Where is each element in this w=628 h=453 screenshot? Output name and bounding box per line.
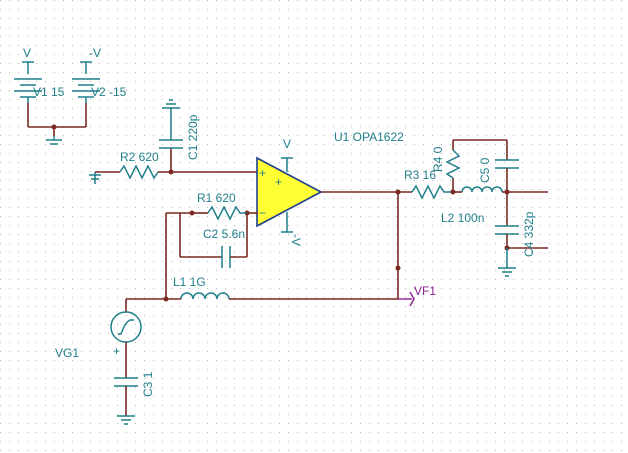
ground-symbol-c3 <box>117 415 135 425</box>
inductor-l1-label: L1 1G <box>173 275 206 289</box>
vg1-plus-mark: + <box>113 344 120 358</box>
ground-symbol-r2 <box>89 172 101 184</box>
net-label-opamp-pos: V <box>283 137 291 151</box>
resistor-r2-label: R2 620 <box>120 150 159 164</box>
opamp-plus-mark: + <box>275 175 282 189</box>
capacitor-c2-label: C2 5.6n <box>203 227 245 241</box>
capacitor-c4-label: C4 332p <box>522 211 536 257</box>
capacitor-c5-label: C5 0 <box>478 157 492 183</box>
voltage-probe-vf1-label: VF1 <box>414 284 436 298</box>
capacitor-c1-label: C1 220p <box>186 114 200 160</box>
resistor-r2[interactable] <box>119 164 159 180</box>
supply-v2-label: V2 -15 <box>91 85 127 99</box>
opamp-neg-supply-pin <box>281 212 293 233</box>
opamp-pos-supply-pin <box>281 157 293 172</box>
supply-ground-wires <box>27 103 87 136</box>
net-label-opamp-neg: -V <box>289 234 303 246</box>
net-label-neg-rail: -V <box>89 46 101 60</box>
resistor-r3-label: R3 16 <box>404 168 436 182</box>
capacitor-c3-label: C3 1 <box>141 371 155 397</box>
capacitor-c5[interactable] <box>495 140 519 192</box>
opamp-inv-pin: − <box>259 206 266 220</box>
resistor-r1[interactable] <box>207 205 247 221</box>
net-label-pos-rail: V <box>23 46 31 60</box>
signal-generator-vg1-label: VG1 <box>55 346 79 360</box>
capacitor-c2[interactable] <box>179 213 248 268</box>
ground-symbol-c1 <box>162 99 180 112</box>
capacitor-c3[interactable] <box>114 342 138 416</box>
supply-v2[interactable] <box>72 61 100 103</box>
resistor-r1-label: R1 620 <box>197 191 236 205</box>
supply-v1-label: V1 15 <box>33 85 65 99</box>
supply-v1[interactable] <box>14 61 42 103</box>
resistor-r3[interactable] <box>411 184 453 200</box>
opamp-noninv-pin: + <box>259 166 266 180</box>
ground-symbol-supply <box>46 136 62 145</box>
junction-vf1 <box>395 265 401 271</box>
inductor-l1[interactable] <box>180 292 230 300</box>
capacitor-c1[interactable] <box>159 112 183 172</box>
junction-l1-left <box>163 296 169 302</box>
resistor-r4[interactable] <box>445 140 461 192</box>
opamp-u1[interactable] <box>256 156 323 228</box>
opamp-u1-label: U1 OPA1622 <box>334 130 404 144</box>
inductor-l2-label: L2 100n <box>441 211 484 225</box>
ground-symbol-c4 <box>498 248 516 277</box>
inductor-l2[interactable] <box>461 186 503 193</box>
voltage-probe-vf1[interactable] <box>398 291 415 307</box>
resistor-r4-label: R4 0 <box>431 146 445 172</box>
